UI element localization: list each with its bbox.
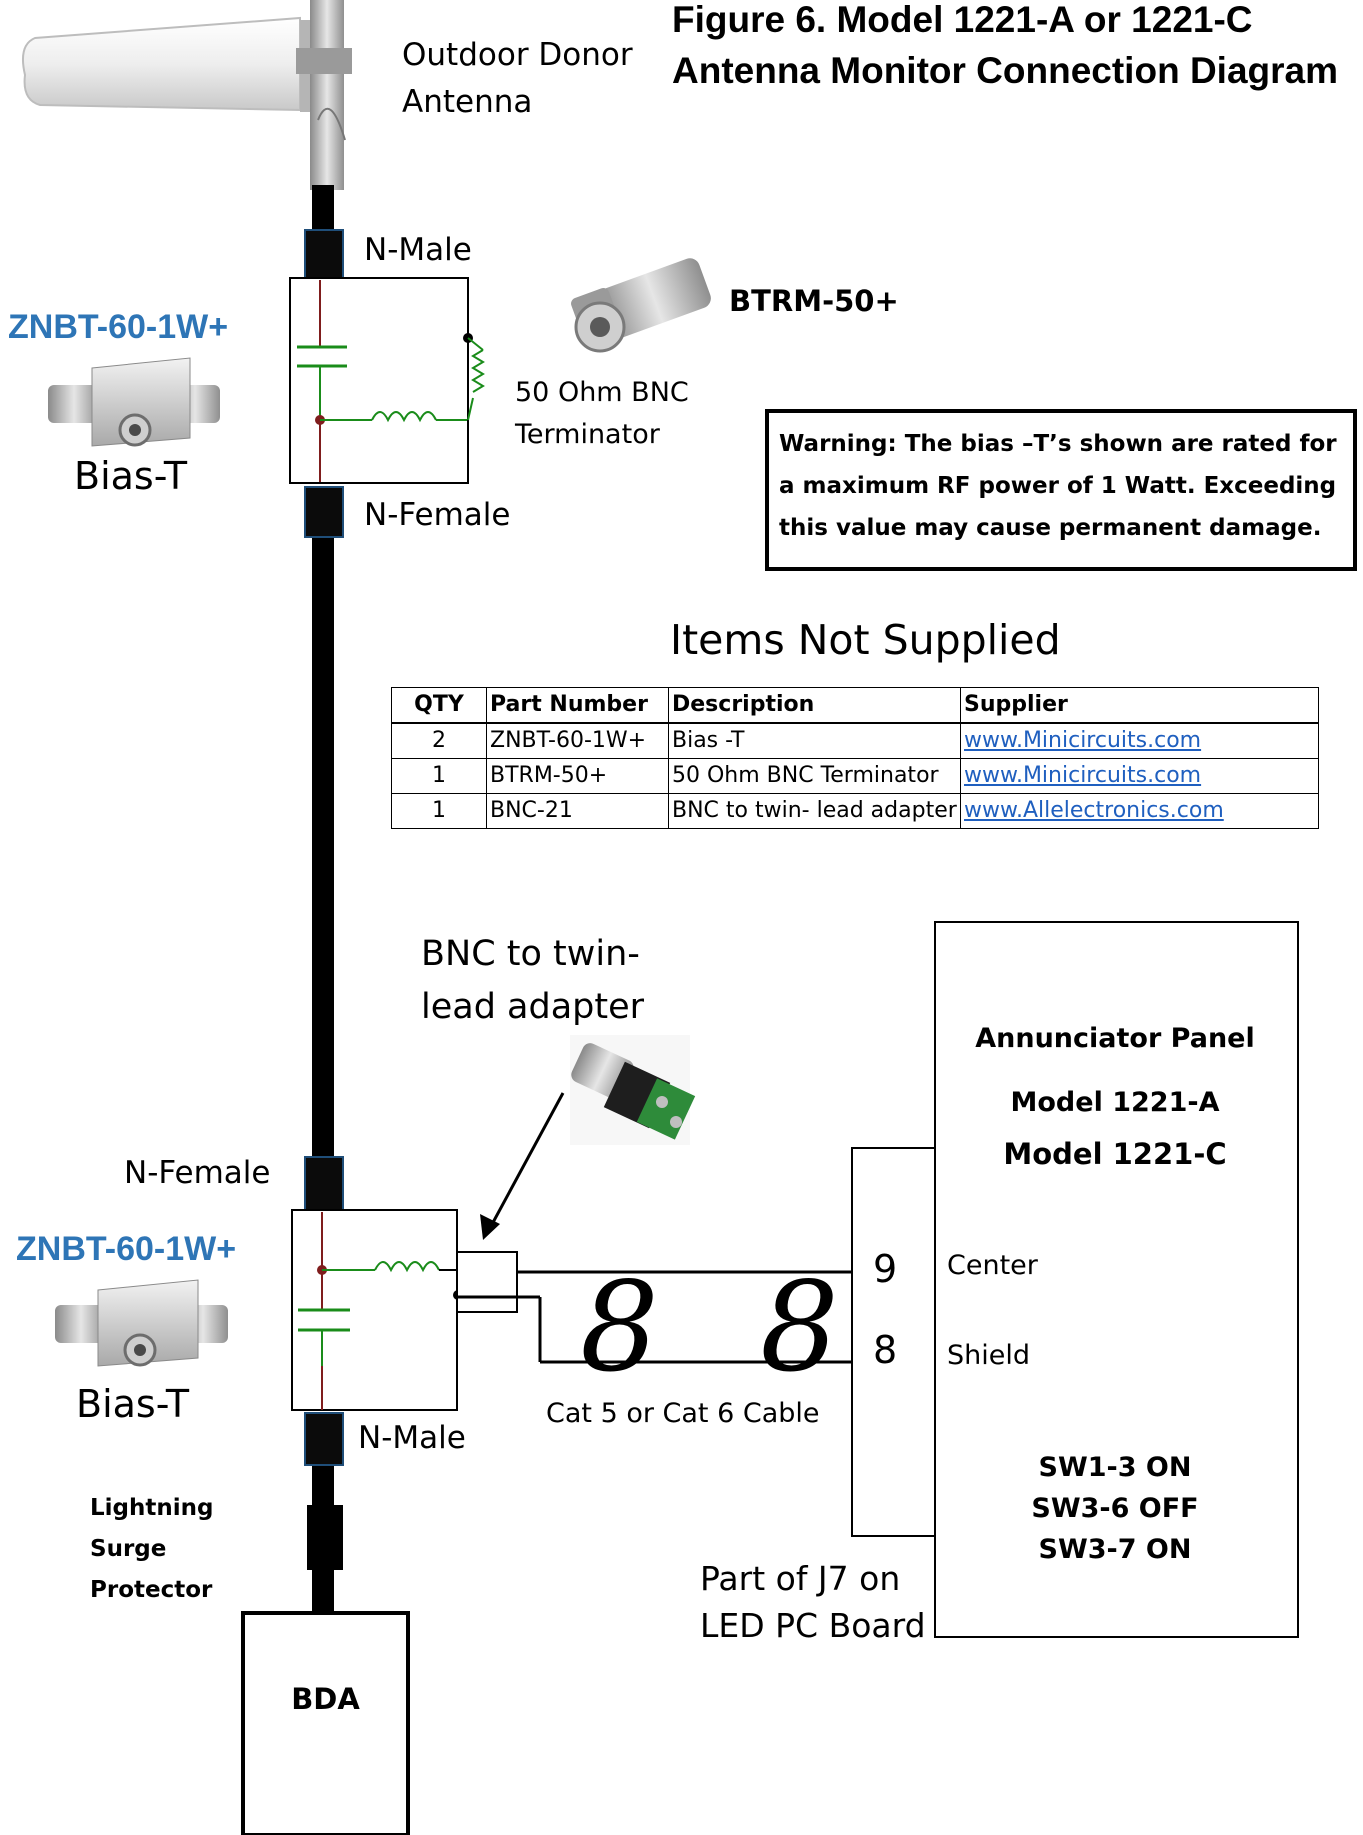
bias-t-schematic-bottom	[291, 1209, 463, 1411]
adapter-label: BNC to twin-lead adapter	[421, 934, 645, 1027]
n-male-label-top: N-Male	[364, 232, 472, 268]
cable-twist-1: 8	[580, 1256, 659, 1400]
supplier-link[interactable]: www.Minicircuits.com	[964, 728, 1202, 753]
btrm-label: BTRM-50+	[729, 284, 899, 318]
col-header-qty: QTY	[391, 687, 487, 724]
surge-protector	[307, 1505, 343, 1570]
j7-label: Part of J7 on LED PC Board	[700, 1559, 926, 1645]
col-header-description: Description	[668, 687, 961, 724]
terminator-label: 50 Ohm BNC Terminator	[515, 377, 689, 450]
adapter-interface-box	[456, 1251, 518, 1313]
supplier-link[interactable]: www.Minicircuits.com	[964, 763, 1202, 788]
twin-lead-cable: 8 8	[458, 1256, 852, 1400]
btrm-terminator-image	[571, 258, 711, 353]
antenna-label: Outdoor Donor Antenna	[402, 37, 633, 120]
n-female-label-bottom: N-Female	[124, 1155, 271, 1191]
switch-setting-3: SW3-7 ON	[1038, 1534, 1192, 1565]
warning-box: Warning: The bias –T’s shown are rated f…	[765, 409, 1357, 571]
n-male-connector-top	[304, 229, 344, 281]
bias-t-image-bottom	[55, 1279, 228, 1367]
table-heading: Items Not Supplied	[670, 616, 1061, 664]
panel-model-a: Model 1221-A	[1010, 1087, 1220, 1118]
warning-text: Warning: The bias –T’s shown are rated f…	[779, 431, 1337, 541]
n-female-label-top: N-Female	[364, 497, 511, 533]
parts-table: QTY Part Number Description Supplier 2 Z…	[391, 687, 1319, 829]
table-row: 1 BTRM-50+ 50 Ohm BNC Terminator www.Min…	[391, 758, 1319, 794]
panel-title: Annunciator Panel	[975, 1023, 1255, 1054]
adapter-image	[570, 1035, 696, 1145]
table-header-row: QTY Part Number Description Supplier	[391, 687, 1319, 724]
cable-label: Cat 5 or Cat 6 Cable	[546, 1398, 820, 1429]
switch-setting-1: SW1-3 ON	[1038, 1452, 1192, 1483]
cable-twist-2: 8	[760, 1256, 839, 1400]
table-row: 2 ZNBT-60-1W+ Bias -T www.Minicircuits.c…	[391, 722, 1319, 759]
annunciator-panel-box	[934, 921, 1299, 1638]
table-cell-qty: 1	[391, 793, 487, 829]
bias-t-label-top: Bias-T	[74, 454, 188, 498]
bda-box	[241, 1611, 410, 1835]
table-cell-description: Bias -T	[668, 722, 961, 759]
pin-9-label: 9	[873, 1247, 898, 1291]
col-header-part-number: Part Number	[486, 687, 669, 724]
j7-connector-block	[851, 1147, 936, 1537]
n-male-label-bottom: N-Male	[358, 1420, 466, 1456]
znbt-label-top: ZNBT-60-1W+	[8, 308, 229, 346]
table-row: 1 BNC-21 BNC to twin- lead adapter www.A…	[391, 793, 1319, 829]
supplier-link[interactable]: www.Allelectronics.com	[964, 798, 1224, 823]
bias-t-schematic-top	[289, 277, 485, 484]
shield-label: Shield	[947, 1340, 1031, 1371]
n-female-connector-bottom	[304, 1156, 344, 1211]
adapter-pointer-arrow	[480, 1092, 565, 1240]
table-cell-qty: 2	[391, 722, 487, 759]
panel-model-c: Model 1221-C	[1003, 1137, 1227, 1171]
pin-8-label: 8	[873, 1328, 898, 1372]
figure-title: Figure 6. Model 1221-A or 1221-C Antenna…	[672, 0, 1338, 91]
table-cell-description: BNC to twin- lead adapter	[668, 793, 961, 829]
n-female-connector-top	[304, 486, 344, 538]
col-header-supplier: Supplier	[960, 687, 1319, 724]
table-cell-part-number: BNC-21	[486, 793, 669, 829]
bias-t-label-bottom: Bias-T	[76, 1382, 190, 1426]
antenna-image	[22, 0, 352, 190]
table-cell-part-number: BTRM-50+	[486, 758, 669, 794]
surge-protector-label: Lightning Surge Protector	[90, 1495, 214, 1603]
znbt-label-bottom: ZNBT-60-1W+	[16, 1230, 237, 1268]
table-cell-description: 50 Ohm BNC Terminator	[668, 758, 961, 794]
table-cell-part-number: ZNBT-60-1W+	[486, 722, 669, 759]
center-label: Center	[947, 1250, 1038, 1281]
bias-t-image-top	[48, 357, 220, 447]
table-cell-qty: 1	[391, 758, 487, 794]
n-male-connector-bottom	[304, 1412, 344, 1466]
switch-setting-2: SW3-6 OFF	[1031, 1493, 1199, 1524]
bda-label: BDA	[291, 1682, 360, 1716]
